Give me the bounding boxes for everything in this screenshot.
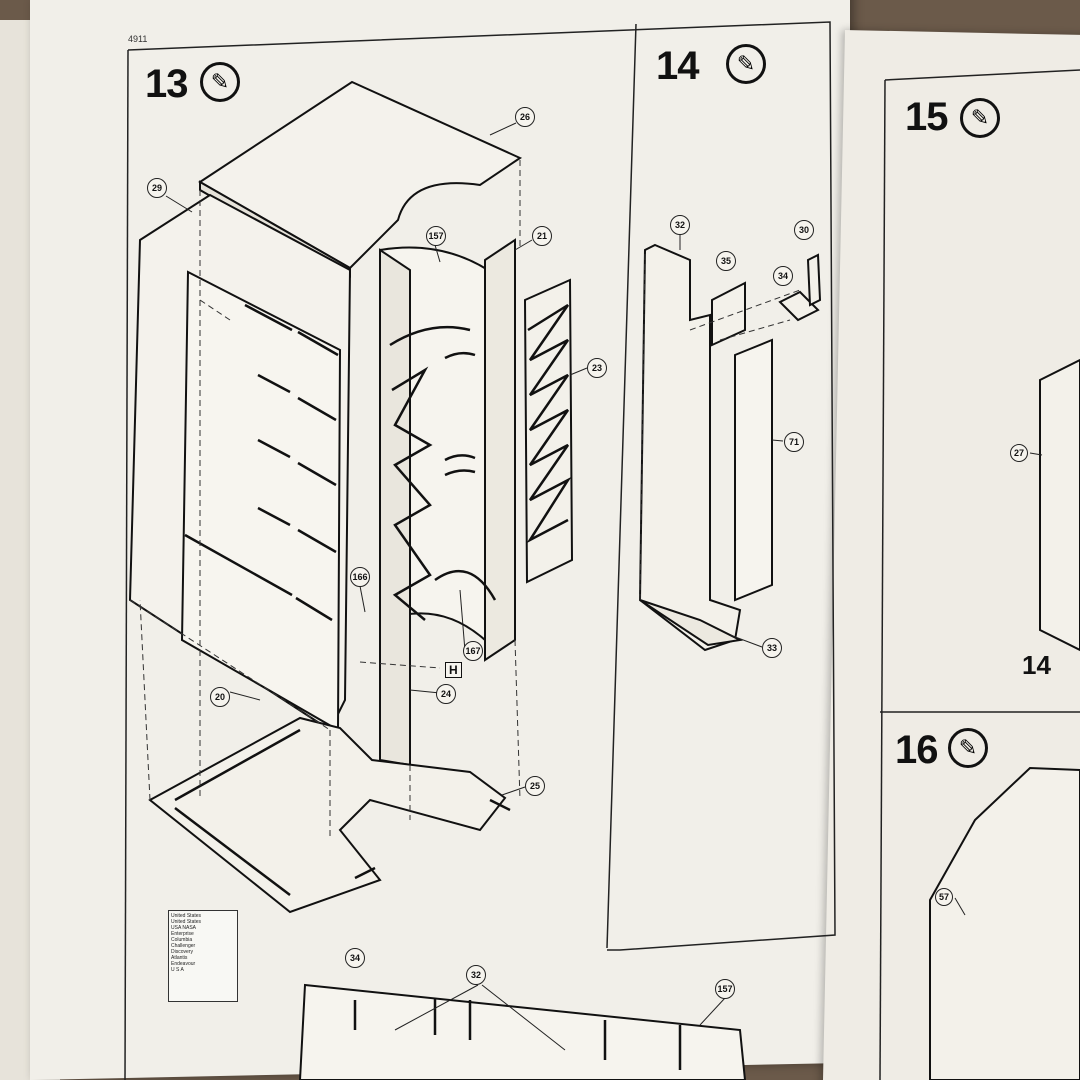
part-32-column — [638, 243, 742, 652]
part-callout-34: 34 — [773, 266, 793, 286]
part-30 — [806, 253, 822, 307]
glue-tube-icon: ✎ — [948, 728, 988, 768]
step16-structure — [929, 766, 1080, 1080]
part-71-column — [734, 338, 773, 602]
bottom-panel — [298, 983, 747, 1080]
part-callout-20: 20 — [210, 687, 230, 707]
part-callout-71: 71 — [784, 432, 804, 452]
step15-frame-top — [884, 69, 1080, 81]
part-callout-57: 57 — [935, 888, 953, 906]
part-callout-157: 157 — [426, 226, 446, 246]
part-callout-167: 167 — [463, 641, 483, 661]
glue-tube-icon: ✎ — [200, 62, 240, 102]
step-16-number: 16 — [895, 728, 938, 772]
part-callout-26: 26 — [515, 107, 535, 127]
part-callout-35: 35 — [716, 251, 736, 271]
part-34 — [778, 290, 820, 322]
step-15-reference-14: 14 — [1022, 650, 1051, 680]
part-callout-21: 21 — [532, 226, 552, 246]
decal-line: USA NASA — [171, 925, 197, 931]
part-callout-29: 29 — [147, 178, 167, 198]
decal-line: Atlantis — [171, 955, 188, 961]
step15-frame-left — [879, 79, 886, 1080]
step13-left-border — [124, 49, 129, 1080]
part-callout-33: 33 — [762, 638, 782, 658]
part-25-base — [148, 716, 507, 914]
part-26-top — [198, 80, 523, 270]
step13-frame — [127, 21, 836, 951]
glue-tube-icon: ✎ — [960, 98, 1000, 138]
step13-14-divider — [606, 23, 637, 949]
part-callout-23: 23 — [587, 358, 607, 378]
sheet-code: 4911 — [128, 34, 148, 44]
decal-line: United States — [171, 919, 202, 925]
part-35 — [711, 281, 746, 347]
decal-sheet-thumbnail: United States United States USA NASA Ent… — [168, 910, 238, 1002]
part-callout-30: 30 — [794, 220, 814, 240]
decal-line: Columbia — [171, 937, 193, 943]
part-marker-h: H — [445, 662, 462, 678]
part-callout-24: 24 — [436, 684, 456, 704]
step-14-number: 14 — [656, 44, 699, 88]
part-callout-32: 32 — [670, 215, 690, 235]
decal-line: United States — [171, 913, 202, 919]
step-13-number: 13 — [145, 62, 188, 106]
decal-line: Discovery — [171, 949, 193, 955]
part-callout-157-bottom: 157 — [715, 979, 735, 999]
part-callout-166: 166 — [350, 567, 370, 587]
part-21-panel — [484, 238, 516, 662]
decal-line: Endeavour — [171, 961, 196, 967]
part-20-door — [180, 270, 342, 732]
part-callout-27: 27 — [1010, 444, 1028, 462]
step-15-number: 15 — [905, 95, 948, 139]
part-callout-34-bottom: 34 — [345, 948, 365, 968]
decal-line: Enterprise — [171, 931, 194, 937]
glue-tube-icon: ✎ — [726, 44, 766, 84]
decal-line: Challenger — [171, 943, 196, 949]
decal-line: U S A — [171, 967, 184, 973]
part-callout-32-bottom: 32 — [466, 965, 486, 985]
step15-structure — [1039, 358, 1080, 652]
part-callout-25: 25 — [525, 776, 545, 796]
